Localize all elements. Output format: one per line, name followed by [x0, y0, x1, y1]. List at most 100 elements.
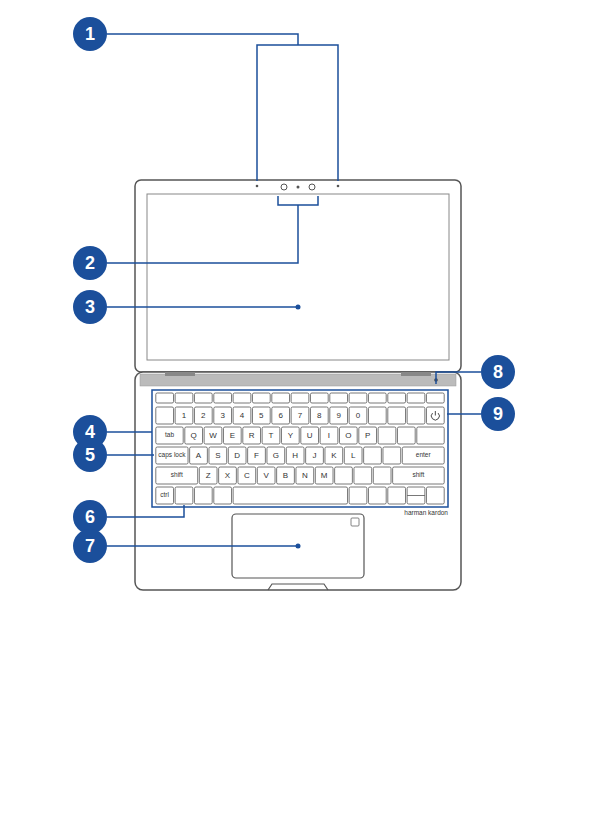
- key: [388, 393, 406, 403]
- key-label: S: [209, 447, 227, 464]
- key-label: J: [306, 447, 324, 464]
- key-label: N: [296, 467, 314, 484]
- key: [388, 487, 406, 504]
- key: [252, 393, 270, 403]
- key: [175, 393, 193, 403]
- key-label: 2: [194, 407, 212, 424]
- leader-dot: [296, 544, 301, 549]
- key: [281, 427, 299, 444]
- key: [368, 407, 386, 424]
- key-label: A: [190, 447, 208, 464]
- key: [349, 393, 367, 403]
- key: [354, 467, 372, 484]
- key: [185, 427, 203, 444]
- callout-number: 9: [481, 397, 515, 431]
- numberpad-icon: [351, 518, 359, 526]
- callout-number: 3: [73, 290, 107, 324]
- key: [233, 407, 251, 424]
- callout-text: 2: [85, 254, 95, 272]
- key: [252, 407, 270, 424]
- key: [156, 447, 188, 464]
- key: [156, 407, 174, 424]
- key: [368, 393, 386, 403]
- callout-text: 5: [85, 446, 95, 464]
- brand-label: harman kardon: [392, 509, 448, 518]
- leader-line: [107, 34, 298, 45]
- leader-line: [107, 306, 298, 308]
- key: [378, 427, 396, 444]
- key: [286, 447, 304, 464]
- key-label: M: [315, 467, 333, 484]
- key-label: V: [257, 467, 275, 484]
- key-label: I: [320, 427, 338, 444]
- key: [257, 467, 275, 484]
- key-label: caps lock: [156, 447, 188, 464]
- leader-line: [107, 205, 298, 263]
- key: [310, 407, 328, 424]
- key: [310, 393, 328, 403]
- key: [223, 427, 241, 444]
- callout-text: 3: [85, 298, 95, 316]
- key: [426, 407, 444, 424]
- callout-number: 7: [73, 529, 107, 563]
- ir-camera: [281, 184, 287, 190]
- keyboard: [156, 393, 444, 504]
- callout-text: 8: [493, 363, 503, 381]
- key: [214, 487, 232, 504]
- key: [402, 447, 444, 464]
- key-label: K: [325, 447, 343, 464]
- leader-line: [447, 413, 481, 415]
- key: [156, 393, 174, 403]
- key: [383, 447, 401, 464]
- key: [291, 407, 309, 424]
- key-label: 4: [233, 407, 251, 424]
- key: [397, 427, 415, 444]
- key-label: shift: [156, 467, 198, 484]
- key: [175, 407, 193, 424]
- key: [335, 467, 353, 484]
- key-label: E: [223, 427, 241, 444]
- key: [301, 427, 319, 444]
- key-label: O: [339, 427, 357, 444]
- key: [175, 487, 193, 504]
- key: [190, 447, 208, 464]
- key-label: 3: [214, 407, 232, 424]
- callout-number: 5: [73, 438, 107, 472]
- key-label: 7: [291, 407, 309, 424]
- power-icon: [435, 411, 436, 416]
- key-label: L: [344, 447, 362, 464]
- key: [407, 393, 425, 403]
- lid-notch: [268, 584, 328, 590]
- leader-line: [107, 545, 298, 547]
- hinge: [401, 372, 431, 376]
- key-label: R: [243, 427, 261, 444]
- key-label: T: [262, 427, 280, 444]
- key: [209, 447, 227, 464]
- key: [233, 393, 251, 403]
- key: [349, 487, 367, 504]
- leader-line: [107, 505, 184, 517]
- key: [296, 467, 314, 484]
- key: [243, 427, 261, 444]
- key: [238, 467, 256, 484]
- key: [291, 393, 309, 403]
- key-label: 5: [252, 407, 270, 424]
- key: [204, 427, 222, 444]
- callout-text: 1: [85, 25, 95, 43]
- leader-lines: [107, 34, 481, 546]
- key: [407, 407, 425, 424]
- key-label: Q: [185, 427, 203, 444]
- key: [194, 487, 212, 504]
- key: [417, 427, 444, 444]
- key: [407, 487, 425, 504]
- key: [393, 467, 445, 484]
- key: [194, 407, 212, 424]
- microphone: [256, 185, 259, 188]
- key: [339, 427, 357, 444]
- key-label: 6: [272, 407, 290, 424]
- key: [156, 427, 183, 444]
- key-label: W: [204, 427, 222, 444]
- key-label: Z: [199, 467, 217, 484]
- key: [214, 393, 232, 403]
- key: [214, 407, 232, 424]
